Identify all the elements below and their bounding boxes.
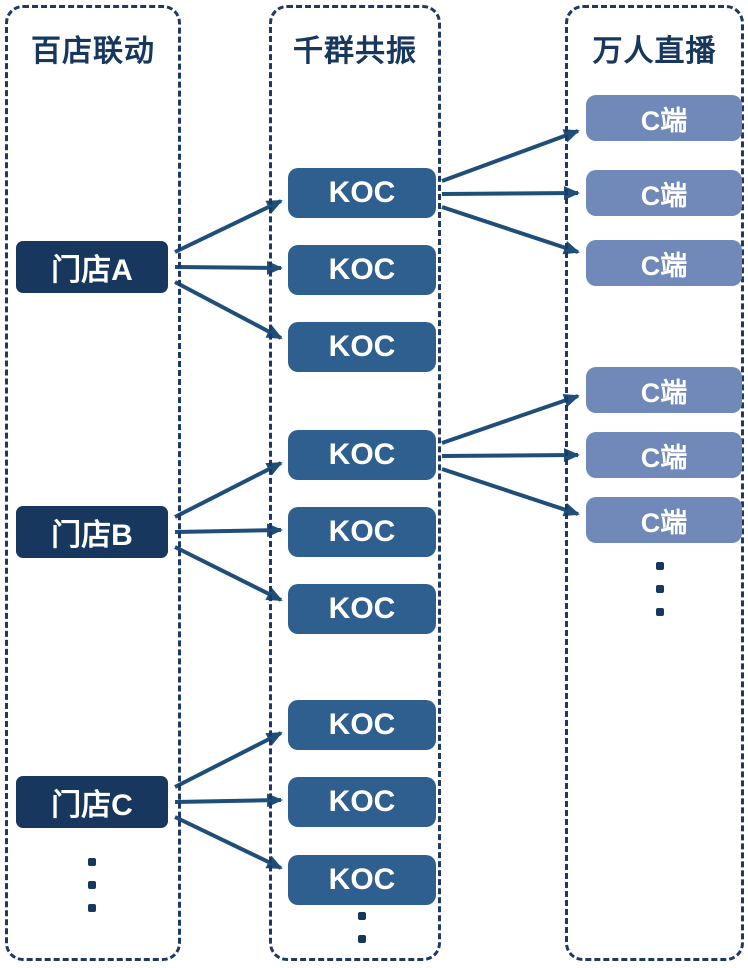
arrow-koc4-c5 xyxy=(441,448,580,463)
koc-node-1: KOC xyxy=(288,168,436,218)
cend-node-4: C端 xyxy=(586,367,742,413)
dot xyxy=(88,858,96,866)
arrow-storeB-koc4 xyxy=(174,461,283,519)
column-koc: 千群共振 xyxy=(269,5,441,961)
ellipsis-koc xyxy=(358,912,366,943)
arrow-koc4-c6 xyxy=(441,467,580,517)
arrow-koc1-c2 xyxy=(441,186,580,201)
arrow-storeB-koc6 xyxy=(174,545,283,602)
koc-node-8: KOC xyxy=(288,777,436,827)
ellipsis-cend xyxy=(656,562,664,616)
arrow-storeC-koc7 xyxy=(174,731,283,789)
store-node-a: 门店A xyxy=(16,241,168,293)
arrow-koc1-c1 xyxy=(441,129,580,183)
column-live: 万人直播 xyxy=(565,5,744,961)
koc-node-3: KOC xyxy=(288,322,436,372)
arrow-storeB-koc5 xyxy=(174,523,283,538)
column-stores-title: 百店联动 xyxy=(31,35,155,68)
column-live-title: 万人直播 xyxy=(592,35,717,68)
dot xyxy=(358,912,366,920)
column-koc-title: 千群共振 xyxy=(293,35,417,68)
ellipsis-stores xyxy=(88,858,96,912)
koc-node-5: KOC xyxy=(288,507,436,557)
dot xyxy=(358,935,366,943)
arrow-storeC-koc8 xyxy=(174,793,283,808)
cend-node-5: C端 xyxy=(586,432,742,478)
cend-node-3: C端 xyxy=(586,240,742,286)
koc-node-9: KOC xyxy=(288,855,436,905)
arrow-koc1-c3 xyxy=(441,205,580,255)
koc-node-2: KOC xyxy=(288,245,436,295)
koc-node-6: KOC xyxy=(288,584,436,634)
koc-node-4: KOC xyxy=(288,430,436,480)
koc-node-7: KOC xyxy=(288,700,436,750)
arrow-storeA-koc2 xyxy=(174,260,283,275)
cend-node-2: C端 xyxy=(586,170,742,216)
arrow-storeA-koc1 xyxy=(174,199,283,254)
dot xyxy=(656,585,664,593)
cend-node-6: C端 xyxy=(586,497,742,543)
dot xyxy=(656,608,664,616)
store-node-c: 门店C xyxy=(16,776,168,828)
column-stores: 百店联动 xyxy=(5,5,181,961)
dot xyxy=(88,881,96,889)
cend-node-1: C端 xyxy=(586,95,742,141)
dot xyxy=(88,904,96,912)
store-node-b: 门店B xyxy=(16,506,168,558)
dot xyxy=(656,562,664,570)
arrow-storeC-koc9 xyxy=(174,815,283,870)
arrow-storeA-koc3 xyxy=(174,280,283,340)
arrow-koc4-c4 xyxy=(441,393,580,445)
